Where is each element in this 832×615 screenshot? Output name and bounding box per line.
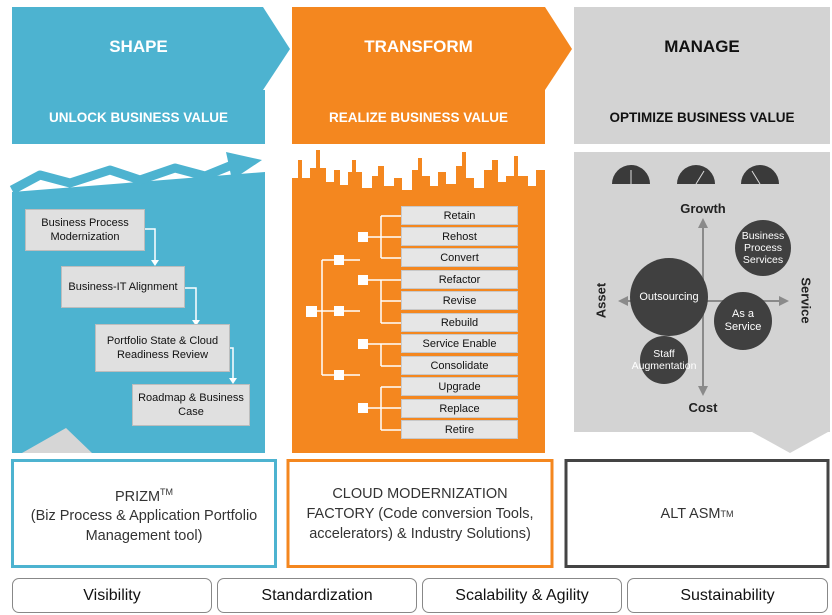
axis-service-label: Service [798,277,814,324]
gauge-icons [612,165,779,184]
factory-box: CLOUD MODERNIZATION FACTORY (Code conver… [294,466,546,562]
option-consolidate: Consolidate [401,356,518,375]
transform-subheader: REALIZE BUSINESS VALUE [328,109,509,125]
axis-growth-label: Growth [680,201,726,216]
prizm-name: PRIZM [114,488,161,505]
option-revise: Revise [401,291,518,310]
shape-subheader: UNLOCK BUSINESS VALUE [48,109,228,125]
manage-subheader-bg [574,90,830,144]
option-service-enable: Service Enable [401,334,518,353]
pillar-sustainability: Sustainability [627,578,828,613]
pillar-scalability-agility: Scalability & Agility [422,578,622,613]
gauge-needles [630,170,761,185]
shape-chevron [12,7,290,90]
decision-tree-nodes [306,232,368,413]
altasm-name: ALT ASM [660,506,721,522]
manage-arrow [752,432,828,453]
manage-subheader: OPTIMIZE BUSINESS VALUE [609,109,795,125]
pillar-visibility: Visibility [12,578,212,613]
option-upgrade: Upgrade [401,377,518,396]
step-business-process-modernization: Business Process Modernization [25,209,145,251]
manage-header: MANAGE [664,37,740,56]
step-business-it-alignment: Business-IT Alignment [61,266,185,308]
circle-outsourcing: Outsourcing [630,258,708,336]
prizm-box: PRIZMTM (Biz Process & Application Portf… [18,466,270,562]
transform-subheader-bg [292,90,545,144]
pillar-standardization: Standardization [217,578,417,613]
shape-subheader-bg [12,90,265,144]
growth-arrow-line [9,160,234,194]
axis-cost-label: Cost [688,400,718,415]
step-portfolio-cloud-readiness: Portfolio State & Cloud Readiness Review [95,324,230,372]
prizm-description: (Biz Process & Application Portfolio Man… [30,508,258,545]
circle-staff-augmentation: Staff Augmentation [632,336,696,384]
shape-step-connectors [145,228,237,384]
option-refactor: Refactor [401,270,518,289]
manage-header-bg [574,7,830,90]
option-retire: Retire [401,420,518,439]
axis-asset-label: Asset [593,282,609,319]
option-convert: Convert [401,248,518,267]
decision-tree-lines [312,215,401,431]
axis-arrowheads [618,218,789,396]
altasm-tm: TM [720,509,734,519]
circle-as-a-service: As a Service [714,292,772,350]
circle-business-process-services: Business Process Services [735,220,791,276]
prizm-tm: TM [160,486,174,497]
growth-arrow-head [226,152,262,180]
option-rebuild: Rebuild [401,313,518,332]
option-retain: Retain [401,206,518,225]
option-rehost: Rehost [401,227,518,246]
option-replace: Replace [401,399,518,418]
step-roadmap-business-case: Roadmap & Business Case [132,384,250,426]
prizm-title: PRIZMTM [115,482,173,507]
shape-header: SHAPE [109,37,168,56]
transform-header: TRANSFORM [364,37,473,56]
shape-triangle [22,428,92,453]
transform-chevron [292,7,572,90]
